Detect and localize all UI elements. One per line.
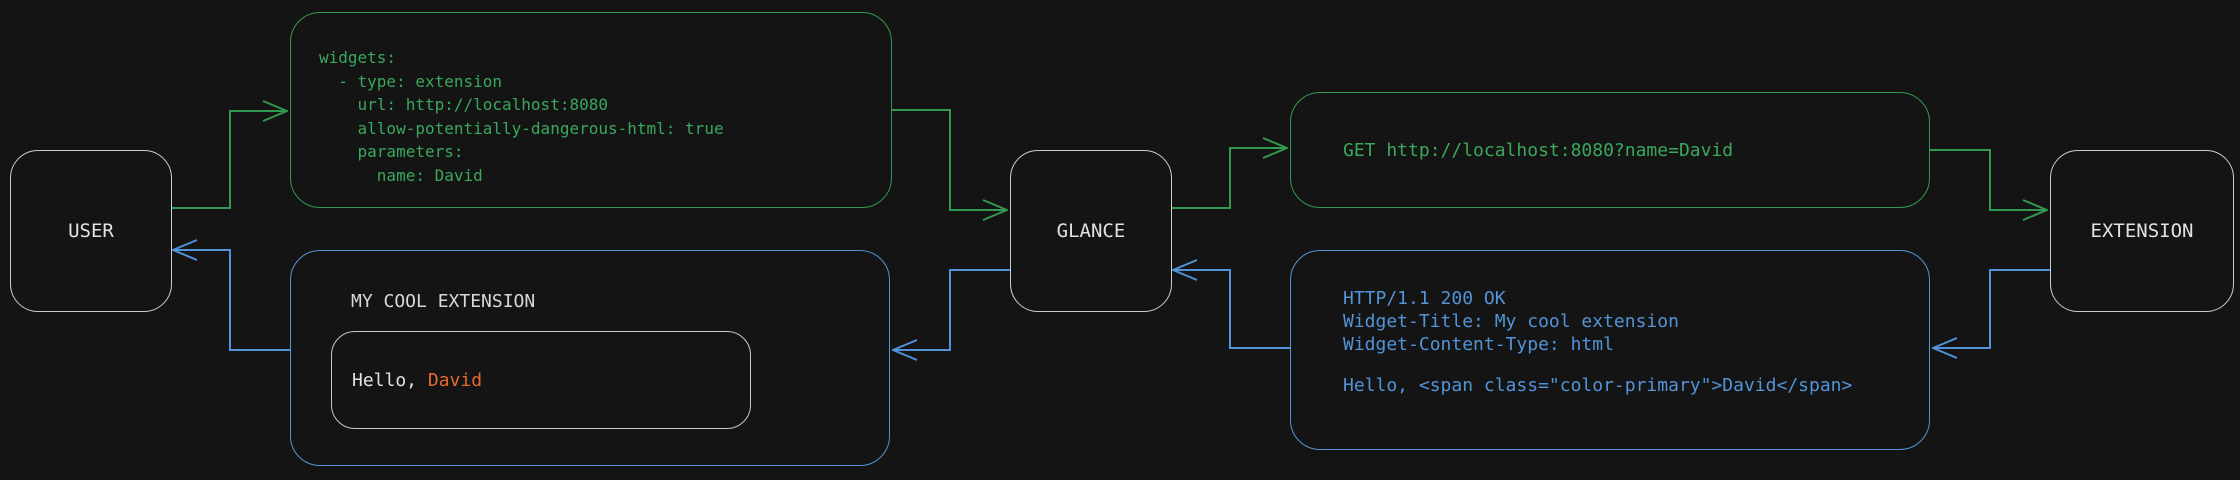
yaml-line: url: http://localhost:8080 — [319, 95, 608, 114]
get-request-text: GET http://localhost:8080?name=David — [1343, 139, 1734, 161]
http-response-line — [1343, 356, 1909, 374]
arrow-glance-to-widget-preview — [893, 269, 1010, 350]
http-response-box: HTTP/1.1 200 OK Widget-Title: My cool ex… — [1290, 250, 1930, 450]
node-user: USER — [10, 150, 172, 312]
node-extension: EXTENSION — [2050, 150, 2234, 312]
node-glance: GLANCE — [1010, 150, 1172, 312]
node-glance-label: GLANCE — [1056, 220, 1126, 242]
http-response-line: Widget-Title: My cool extension — [1343, 311, 1679, 332]
yaml-config-box: widgets: - type: extension url: http://l… — [290, 12, 892, 208]
widget-title: MY COOL EXTENSION — [351, 291, 536, 312]
widget-greeting-box: Hello, David — [331, 331, 751, 429]
arrow-user-to-yaml-config — [170, 111, 287, 209]
http-response-line: HTTP/1.1 200 OK — [1343, 288, 1506, 309]
arrow-yaml-config-to-glance — [892, 109, 1007, 210]
yaml-line: name: David — [319, 165, 483, 185]
yaml-line: - type: extension — [319, 71, 503, 91]
http-response-line: Hello, <span class="color-primary">David… — [1343, 375, 1853, 396]
http-response-line: Widget-Content-Type: html — [1343, 334, 1614, 355]
get-request-box: GET http://localhost:8080?name=David — [1290, 92, 1930, 208]
arrow-glance-to-get-request — [1170, 148, 1287, 209]
arrow-widget-preview-to-user — [173, 250, 290, 351]
yaml-line: allow-potentially-dangerous-html: true — [319, 118, 724, 138]
yaml-line: widgets: — [319, 48, 397, 67]
node-extension-label: EXTENSION — [2090, 220, 2194, 242]
arrow-extension-to-http-response — [1933, 269, 2050, 348]
widget-preview-box: MY COOL EXTENSION Hello, David — [290, 250, 890, 466]
greeting-name: David — [427, 369, 483, 391]
arrow-get-request-to-extension — [1930, 149, 2047, 210]
arrow-http-response-to-glance — [1173, 270, 1290, 349]
node-user-label: USER — [68, 220, 114, 242]
yaml-line: parameters: — [319, 142, 464, 161]
greeting-prefix: Hello, — [352, 369, 428, 391]
